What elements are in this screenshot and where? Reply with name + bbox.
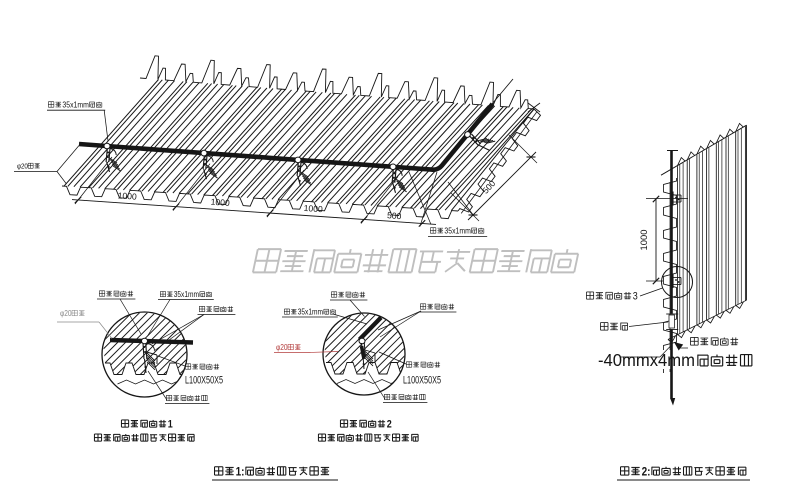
svg-text:1000: 1000 <box>303 203 323 214</box>
svg-text:L100X50X5: L100X50X5 <box>403 375 441 387</box>
svg-text:35x1mm: 35x1mm <box>298 308 323 317</box>
svg-text:1000: 1000 <box>210 197 230 208</box>
svg-text:1000: 1000 <box>638 230 649 251</box>
svg-text:φ20: φ20 <box>17 162 28 171</box>
svg-text:3: 3 <box>633 291 638 303</box>
svg-text:φ20: φ20 <box>276 343 288 352</box>
svg-text:2: 2 <box>387 419 392 431</box>
svg-text:35x1mm: 35x1mm <box>62 101 89 110</box>
svg-text:φ20: φ20 <box>60 309 72 318</box>
svg-text:35x1mm: 35x1mm <box>174 290 199 299</box>
svg-text:2:: 2: <box>642 465 651 479</box>
svg-text:35x1mm: 35x1mm <box>444 227 471 236</box>
svg-text:1:: 1: <box>236 465 245 479</box>
svg-text:-40mmx4mm: -40mmx4mm <box>598 350 695 370</box>
svg-text:1: 1 <box>168 419 173 431</box>
svg-text:500: 500 <box>387 210 402 221</box>
svg-text:1000: 1000 <box>117 190 137 201</box>
svg-text:L100X50X5: L100X50X5 <box>185 375 223 387</box>
